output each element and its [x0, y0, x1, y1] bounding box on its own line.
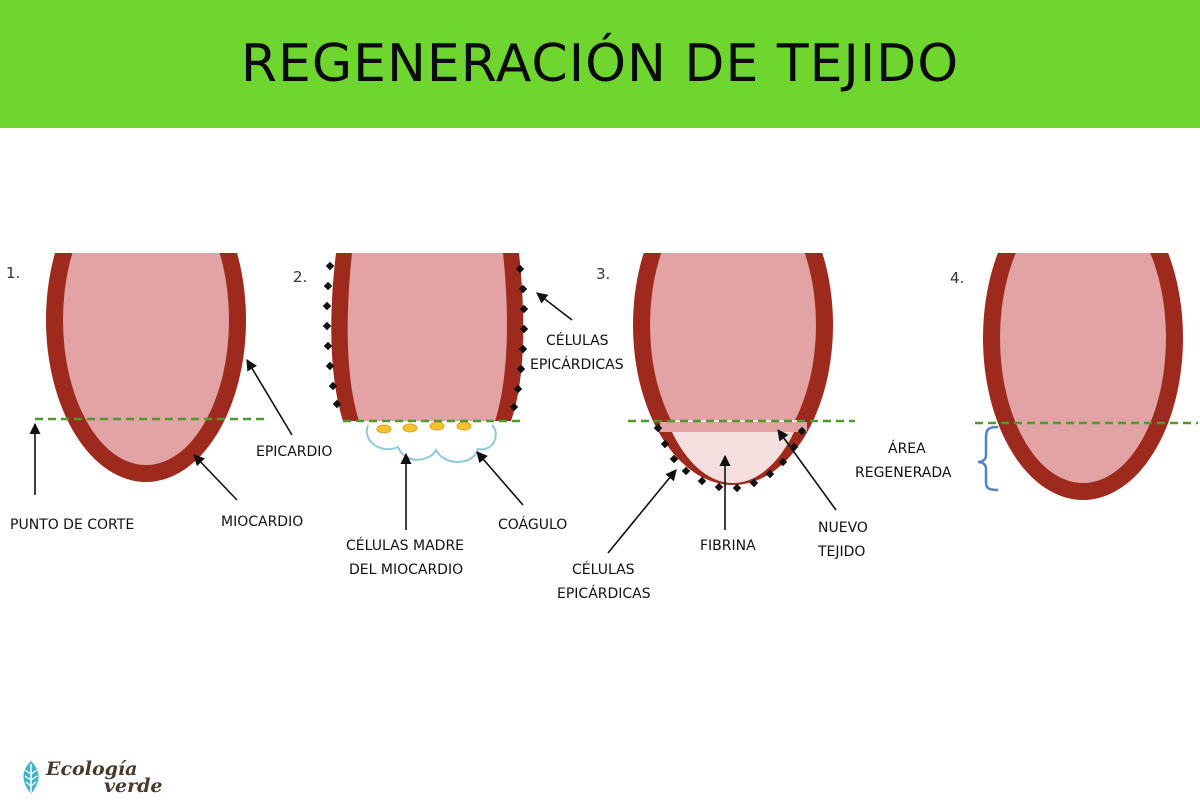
label-miocardio: MIOCARDIO: [221, 514, 304, 530]
stage-3-fibrin: [666, 420, 800, 483]
logo-text-line1: Ecología: [46, 758, 138, 780]
stage-2-inner-tissue: [347, 253, 507, 421]
label-nuevo-tejido-line1: NUEVO: [818, 520, 868, 536]
label-area-regenerada-line1: ÁREA: [888, 441, 926, 457]
label-punto-corte: PUNTO DE CORTE: [10, 517, 135, 533]
label-coagulo: COÁGULO: [498, 517, 568, 533]
label-fibrina: FIBRINA: [700, 538, 756, 554]
label-celulas-epicardicas-top-line1: CÉLULAS: [546, 333, 609, 349]
arrow-coagulo: [476, 451, 524, 506]
stage-4-inner-tissue: [1000, 253, 1166, 483]
label-epicardio: EPICARDIO: [256, 444, 333, 460]
label-celulas-madre-line2: DEL MIOCARDIO: [349, 562, 464, 578]
arrow-nuevo-tejido: [777, 429, 837, 511]
stage-1-inner-tissue: [63, 253, 229, 465]
logo-text-line2: verde: [104, 775, 163, 797]
label-celulas-epicardicas-bottom-line2: EPICÁRDICAS: [557, 586, 651, 602]
stage-1-number: 1.: [6, 264, 21, 282]
stage-4-regenerated-bracket: [977, 425, 999, 492]
stage-1-heart: [46, 253, 246, 482]
stage-2-clot: [365, 424, 497, 463]
stage-3-epicardial-cells: [653, 423, 807, 493]
page-title: REGENERACIÓN DE TEJIDO: [240, 34, 960, 94]
stage-2-number: 2.: [293, 268, 308, 286]
stage-3-number: 3.: [596, 265, 611, 283]
stage-2-stem-cells: [376, 421, 472, 434]
stage-3-inner-tissue: [650, 253, 816, 468]
label-celulas-epicardicas-bottom-line1: CÉLULAS: [572, 562, 635, 578]
stage-2-epicardial-cells-right: [509, 264, 529, 412]
label-nuevo-tejido-line2: TEJIDO: [818, 544, 866, 560]
label-celulas-epicardicas-top-line2: EPICÁRDICAS: [530, 357, 624, 373]
label-celulas-madre-line1: CÉLULAS MADRE: [346, 538, 465, 554]
title-banner: REGENERACIÓN DE TEJIDO: [0, 0, 1200, 128]
label-area-regenerada-line2: REGENERADA: [855, 465, 952, 481]
stage-4-heart: [983, 253, 1183, 500]
stage-3-new-tissue-band: [660, 422, 807, 432]
stage-4-number: 4.: [950, 269, 965, 287]
leaf-icon: [23, 761, 39, 794]
stage-2-epicardial-cells-left: [322, 261, 342, 409]
arrow-celulas-epicardicas-bottom: [607, 469, 677, 554]
arrow-miocardio: [193, 454, 238, 501]
stage-2-heart: [331, 253, 524, 421]
brand-logo: Ecología verde: [18, 758, 188, 798]
arrow-epicardio: [246, 359, 293, 436]
arrow-celulas-epicardicas-top: [536, 292, 573, 321]
